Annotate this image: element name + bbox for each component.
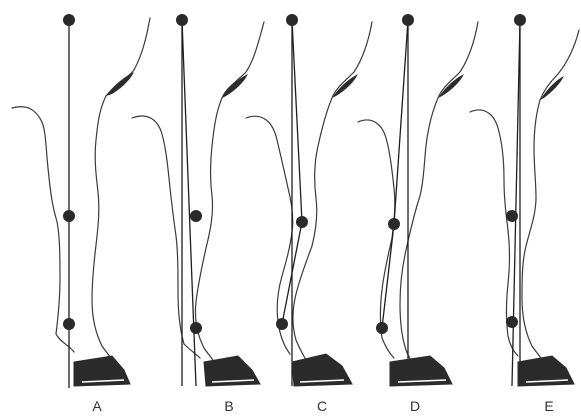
joint-marker xyxy=(190,210,202,222)
limb-outline xyxy=(246,116,293,354)
panel-label-c: C xyxy=(307,398,337,414)
panel-label-d: D xyxy=(400,398,430,414)
joint-marker xyxy=(276,318,288,330)
limb-outline xyxy=(92,18,150,360)
limb-outline xyxy=(195,22,264,362)
panel-label-e: E xyxy=(534,398,564,414)
limb-outline xyxy=(358,120,395,358)
chestnut-mark xyxy=(222,74,248,98)
chestnut-mark xyxy=(438,74,464,98)
panel-d xyxy=(358,14,478,386)
joint-marker xyxy=(296,216,308,228)
plumb-line xyxy=(512,20,520,386)
limb-outline xyxy=(293,22,372,360)
joint-marker xyxy=(176,14,188,26)
panel-c xyxy=(246,14,372,386)
limb-outline xyxy=(12,107,74,352)
panel-label-b: B xyxy=(214,398,244,414)
chestnut-mark xyxy=(332,74,358,98)
joint-marker xyxy=(63,14,75,26)
panel-a xyxy=(12,14,150,388)
panel-e xyxy=(470,14,579,386)
limb-outline xyxy=(400,22,478,362)
joint-marker xyxy=(63,210,75,222)
joint-marker xyxy=(506,210,518,222)
panel-label-a: A xyxy=(82,398,112,414)
joint-marker xyxy=(190,322,202,334)
panel-b xyxy=(132,14,264,386)
joint-marker xyxy=(506,316,518,328)
plumb-line xyxy=(394,20,408,224)
joint-marker xyxy=(376,322,388,334)
joint-marker xyxy=(63,318,75,330)
joint-marker xyxy=(402,14,414,26)
joint-marker xyxy=(286,14,298,26)
plumb-line xyxy=(292,20,302,222)
joint-marker xyxy=(388,218,400,230)
joint-marker xyxy=(514,14,526,26)
limb-outline xyxy=(522,30,579,360)
chestnut-mark xyxy=(106,72,134,96)
